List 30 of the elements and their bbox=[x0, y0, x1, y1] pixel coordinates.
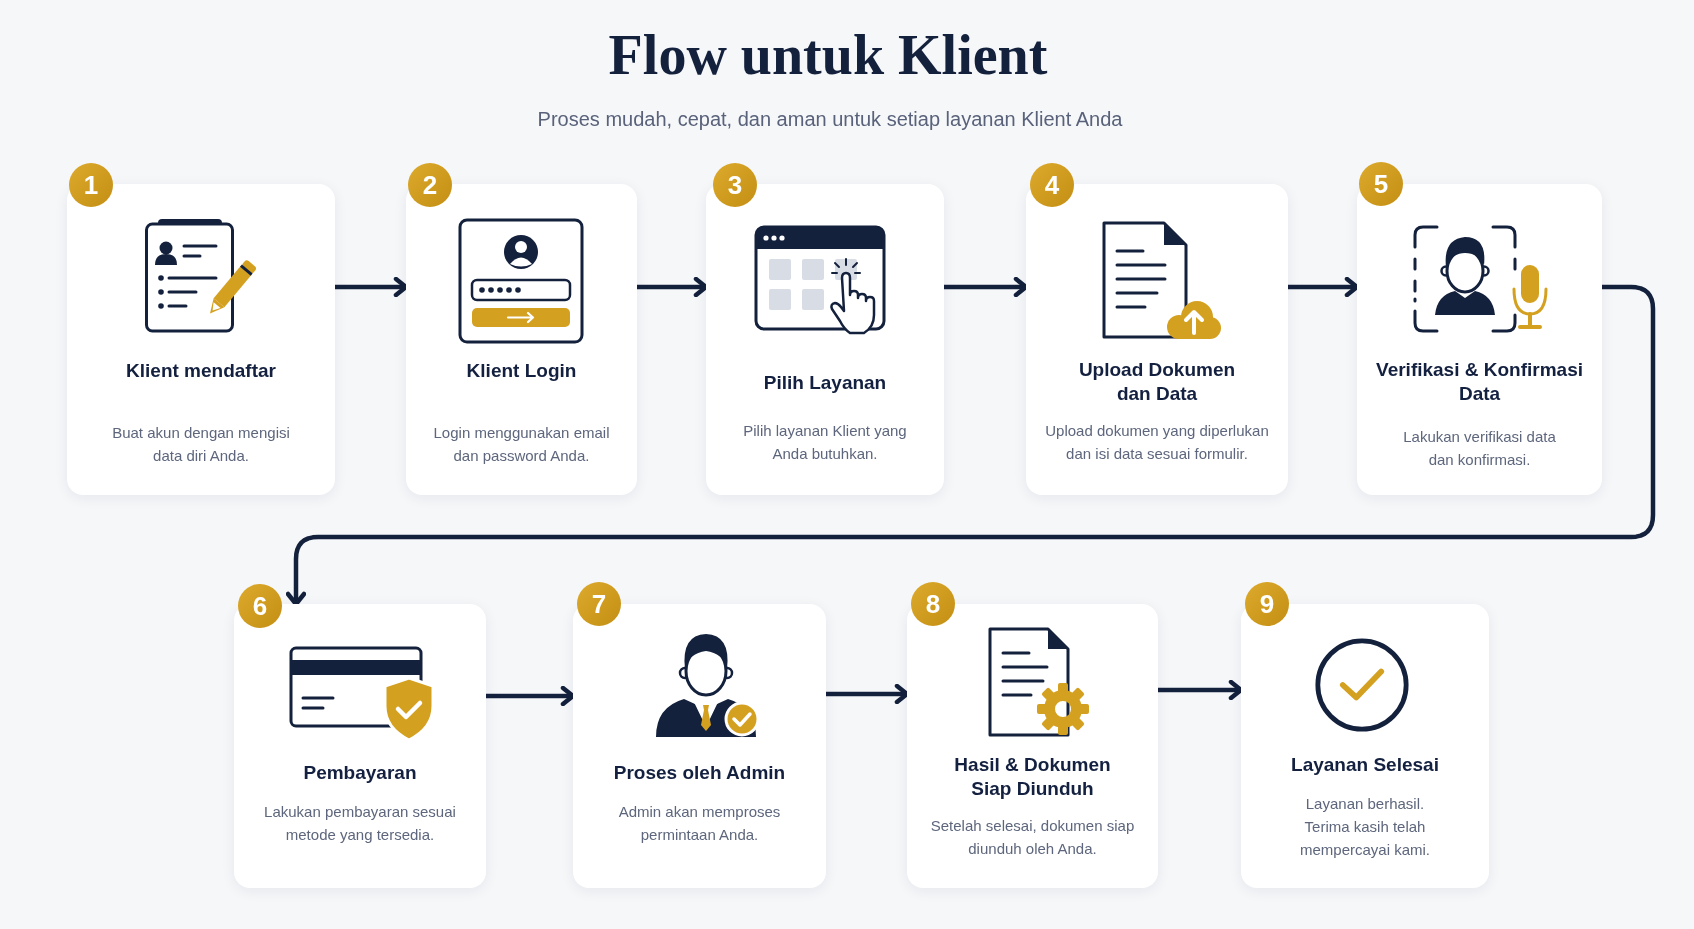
step-title: Klient mendaftar bbox=[125, 359, 277, 383]
step-title: Proses oleh Admin bbox=[612, 761, 787, 785]
step-number: 1 bbox=[69, 163, 113, 207]
step-number: 6 bbox=[238, 584, 282, 628]
step-title: Verifikasi & Konfirmasi Data bbox=[1375, 358, 1584, 406]
step-number: 3 bbox=[713, 163, 757, 207]
step-title: Pilih Layanan bbox=[762, 371, 888, 395]
flow-arrow bbox=[285, 284, 1656, 607]
subtitle: Proses mudah, cepat, dan aman untuk setiap layanan Klient Anda bbox=[537, 107, 1123, 132]
step-title: Pembayaran bbox=[302, 761, 418, 785]
step-title: Layanan Selesai bbox=[1290, 753, 1440, 777]
step-description: Lakukan verifikasi data dan konfirmasi. bbox=[1402, 427, 1557, 470]
step-number: 4 bbox=[1030, 163, 1074, 207]
step-description: Layanan berhasil. Terima kasih telah mempercayai kami. bbox=[1298, 794, 1431, 860]
step-title: Hasil & Dokumen Siap Diunduh bbox=[953, 753, 1112, 801]
step-title: Klient Login bbox=[465, 359, 578, 383]
step-description: Buat akun dengan mengisi data diri Anda. bbox=[111, 423, 291, 466]
step-number: 2 bbox=[408, 163, 452, 207]
diagram-title: Flow untuk Klient bbox=[608, 23, 1048, 87]
step-number: 5 bbox=[1359, 162, 1403, 206]
step-description: Pilih layanan Klient yang Anda butuhkan. bbox=[742, 421, 908, 464]
step-description: Upload dokumen yang diperlukan dan isi data sesuai formulir. bbox=[1044, 421, 1270, 464]
step-description: Lakukan pembayaran sesuai metode yang tersedia. bbox=[263, 802, 457, 845]
step-number: 9 bbox=[1245, 582, 1289, 626]
step-description: Admin akan memproses permintaan Anda. bbox=[617, 802, 782, 845]
step-number: 7 bbox=[577, 582, 621, 626]
step-description: Setelah selesai, dokumen siap diunduh oleh Anda. bbox=[929, 816, 1136, 859]
step-number: 8 bbox=[911, 582, 955, 626]
step-description: Login menggunakan email dan password Anda. bbox=[432, 423, 611, 466]
step-title: Upload Dokumen dan Data bbox=[1077, 358, 1237, 406]
